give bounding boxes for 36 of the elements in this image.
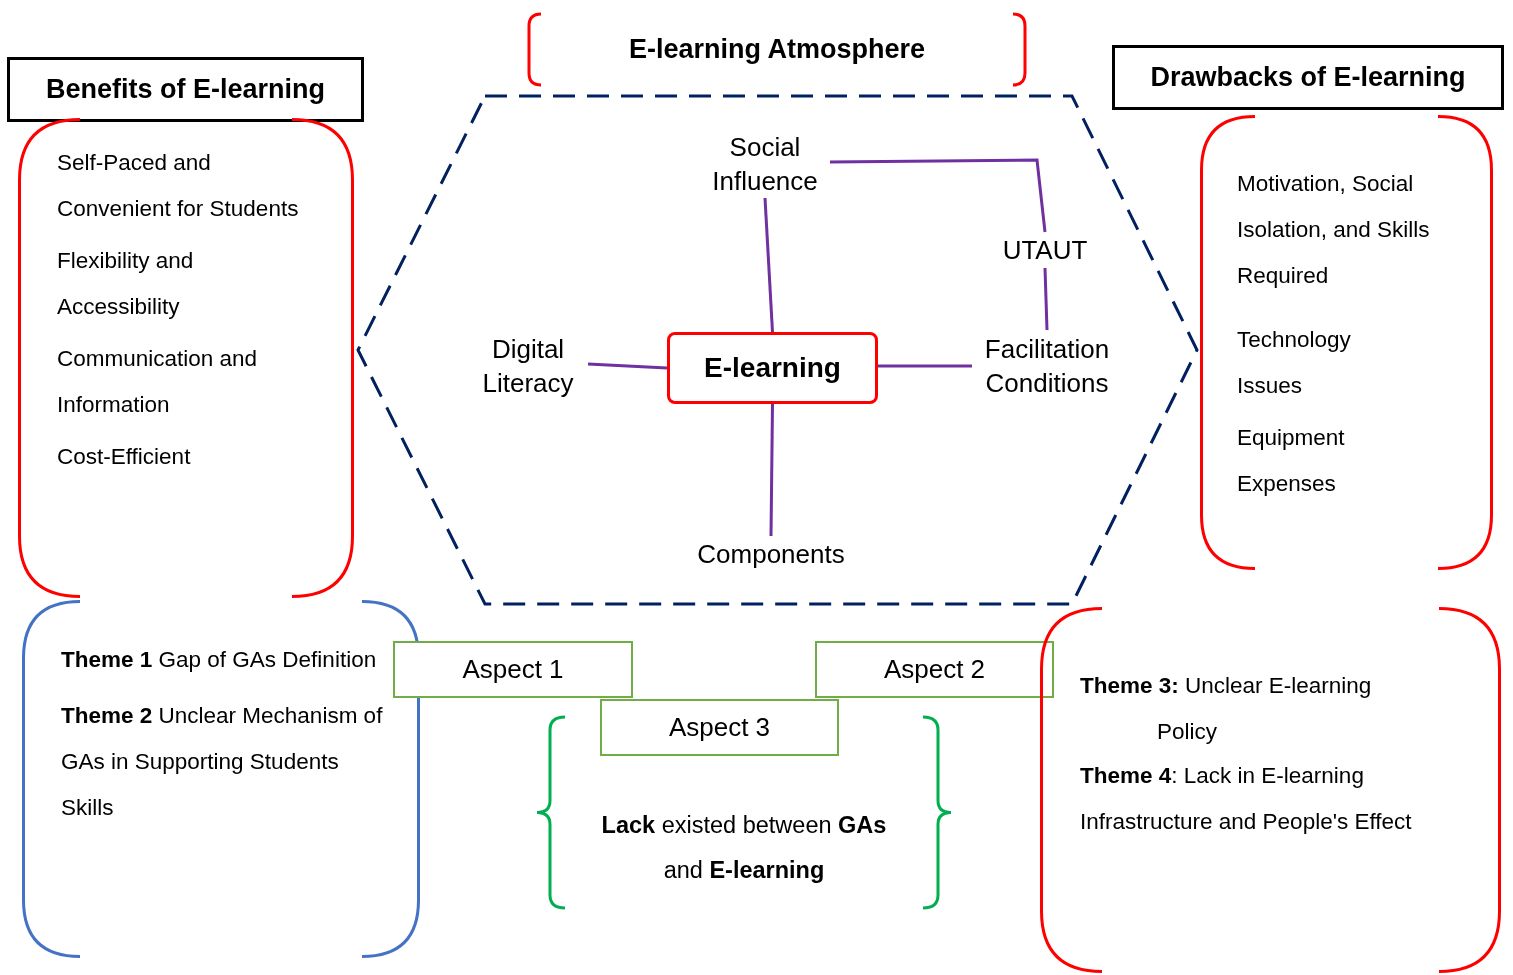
aspect-box bbox=[600, 699, 839, 756]
connector-line bbox=[763, 197, 774, 333]
text: Drawbacks of E-learning bbox=[1150, 61, 1466, 95]
text: Communication and Information bbox=[57, 345, 259, 419]
text: Theme 4: Lack in E-learning Infrastructure and People's Effect bbox=[1080, 762, 1413, 836]
text: Aspect 1 bbox=[462, 653, 564, 686]
text: Technology Issues bbox=[1237, 326, 1352, 400]
text: Benefits of E-learning bbox=[46, 73, 325, 107]
heading-box bbox=[1112, 45, 1504, 110]
connector-line bbox=[878, 364, 972, 368]
connector-line bbox=[587, 362, 668, 370]
aspect-box bbox=[815, 641, 1054, 698]
central-box bbox=[667, 332, 878, 404]
text: Facilitation Conditions bbox=[983, 333, 1111, 400]
text: Aspect 3 bbox=[668, 711, 771, 744]
heading-box bbox=[7, 57, 364, 122]
connector-line bbox=[1043, 267, 1049, 331]
aspect-box bbox=[393, 641, 633, 698]
text: Components bbox=[697, 538, 845, 571]
text: Flexibility and Accessibility bbox=[57, 247, 195, 321]
text: Motivation, Social Isolation, and Skills Required bbox=[1237, 170, 1431, 290]
text: Lack existed between GAs and E-learning bbox=[600, 811, 888, 885]
text: Aspect 2 bbox=[883, 653, 986, 686]
connector-line bbox=[769, 404, 774, 536]
text: Cost-Efficient bbox=[57, 443, 192, 471]
text: E-learning bbox=[704, 351, 841, 385]
text: Self-Paced and Convenient for Students bbox=[57, 149, 300, 223]
text: Theme 2 Unclear Mechanism of GAs in Supporting Students Skills bbox=[61, 702, 384, 822]
text: Social Influence bbox=[711, 131, 819, 198]
text: Digital Literacy bbox=[481, 333, 575, 400]
text: Theme 1 Gap of GAs Definition bbox=[61, 646, 378, 674]
text: E-learning Atmosphere bbox=[628, 33, 926, 67]
text: Equipment Expenses bbox=[1237, 424, 1346, 498]
text: UTAUT bbox=[1002, 234, 1088, 267]
text: Theme 3: Unclear E-learning Policy bbox=[1080, 672, 1373, 746]
connector-line bbox=[830, 158, 1047, 233]
